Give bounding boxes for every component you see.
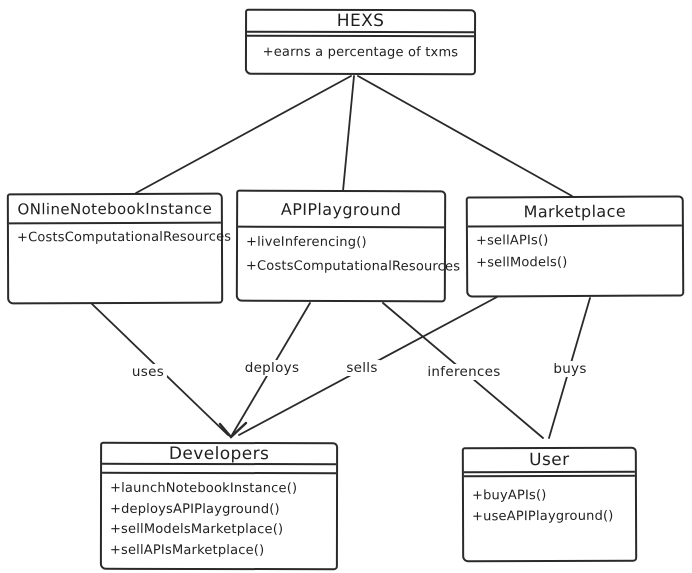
class-member: +sellAPIsMarketplace() xyxy=(109,542,265,558)
class-member: +sellModels() xyxy=(476,255,568,271)
class-box-developers: Developers +launchNotebookInstance() +de… xyxy=(99,441,339,571)
class-member: +buyAPIs() xyxy=(471,488,547,504)
edge-hexs-notebook xyxy=(135,75,352,194)
class-members: +earns a percentage of txms xyxy=(247,37,474,61)
class-member: +sellModelsMarketplace() xyxy=(109,521,284,538)
class-member: +CostsComputationalResources xyxy=(16,229,232,246)
edge-label-buys: buys xyxy=(550,361,590,377)
class-member: +useAPIPlayground() xyxy=(472,508,614,525)
class-members: +CostsComputationalResources xyxy=(9,224,232,246)
edge-hexs-playground xyxy=(342,75,355,192)
class-title-playground: APIPlayground xyxy=(238,191,445,229)
class-box-marketplace: Marketplace +sellAPIs() +sellModels() xyxy=(465,195,685,298)
class-box-user: User +buyAPIs() +useAPIPlayground() xyxy=(461,446,638,563)
class-title-hexs: HEXS xyxy=(247,10,475,34)
class-members: +launchNotebookInstance() +deploysAPIPla… xyxy=(102,474,336,561)
attributes-divider xyxy=(102,464,337,475)
class-members: +buyAPIs() +useAPIPlayground() xyxy=(464,477,635,528)
class-member: +deploysAPIPlayground() xyxy=(109,501,280,517)
class-title-developers: Developers xyxy=(102,443,337,466)
class-title-marketplace: Marketplace xyxy=(467,197,682,228)
arrowhead-developers xyxy=(218,421,248,439)
class-title-notebook: ONlineNotebookInstance xyxy=(8,194,221,225)
edge-label-inferences: inferences xyxy=(424,364,504,380)
class-box-playground: APIPlayground +liveInferencing() +CostsC… xyxy=(235,189,461,303)
class-box-notebook: ONlineNotebookInstance +CostsComputation… xyxy=(6,192,232,305)
edge-label-deploys: deploys xyxy=(241,360,303,376)
edge-hexs-marketplace xyxy=(357,75,573,197)
class-member: +sellAPIs() xyxy=(475,233,549,249)
class-member: +earns a percentage of txms xyxy=(262,44,459,61)
class-member: +launchNotebookInstance() xyxy=(110,480,298,497)
class-members: +liveInferencing() +CostsComputationalRe… xyxy=(238,228,461,280)
class-member: +CostsComputationalResources xyxy=(245,258,461,275)
class-box-hexs: HEXS +earns a percentage of txms xyxy=(244,8,477,76)
edge-label-sells: sells xyxy=(343,360,381,376)
class-title-user: User xyxy=(463,448,635,474)
edge-label-uses: uses xyxy=(128,364,168,380)
class-members: +sellAPIs() +sellModels() xyxy=(468,226,682,274)
class-member: +liveInferencing() xyxy=(245,234,367,251)
